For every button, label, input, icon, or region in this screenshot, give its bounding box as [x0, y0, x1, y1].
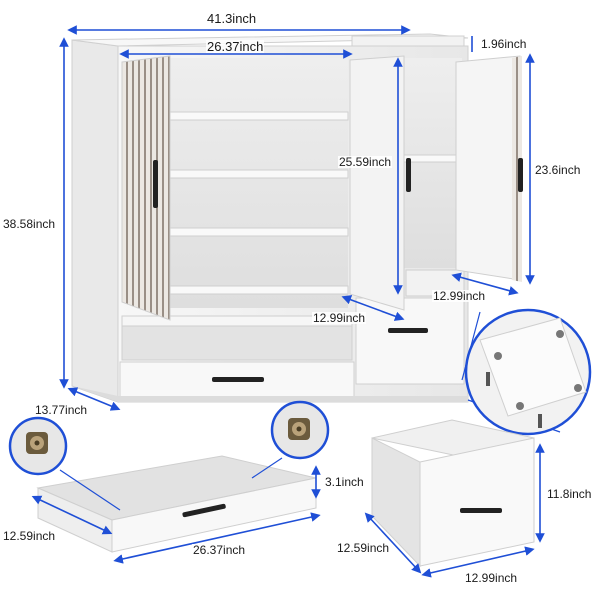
right-drawer-front — [355, 297, 465, 385]
base-detail-callout — [461, 308, 592, 436]
cabinet-left-side — [71, 39, 119, 403]
dim-box-width: 12.99inch — [464, 571, 519, 585]
dim-box-depth: 12.59inch — [336, 541, 391, 555]
dim-cabinet-width: 41.3inch — [206, 11, 258, 26]
dim-top-height: 1.96inch — [480, 37, 528, 51]
left-wheel-callout — [8, 416, 121, 511]
dim-right-door-height: 23.6inch — [534, 163, 582, 177]
dim-drawer-depth: 12.59inch — [2, 529, 57, 543]
middle-door — [349, 55, 411, 311]
dim-drawer-height: 3.1inch — [324, 475, 365, 489]
main-cabinet — [71, 33, 523, 403]
right-wheel-callout — [251, 400, 330, 479]
leveling-foot-detail-icon — [486, 372, 490, 386]
right-drawer-handle — [388, 328, 428, 333]
dim-cabinet-height: 38.58inch — [2, 217, 57, 231]
dim-box-height: 11.8inch — [546, 487, 593, 501]
dim-cabinet-depth: 13.77inch — [34, 403, 89, 417]
dim-shelf-height: 25.59inch — [338, 155, 393, 169]
dim-right-depth: 12.99inch — [432, 289, 487, 303]
drawer-tray — [36, 455, 317, 553]
dim-middle-depth: 12.99inch — [312, 311, 367, 325]
bottom-drawer-handle — [212, 377, 264, 382]
caster-wheel-icon — [26, 432, 48, 454]
right-door — [455, 55, 523, 282]
drawer-box — [371, 419, 535, 568]
dimension-lines — [31, 25, 545, 578]
dim-inner-width: 26.37inch — [206, 39, 265, 54]
left-slatted-door — [121, 55, 171, 321]
caster-wheel-icon — [288, 418, 310, 440]
dim-drawer-width: 26.37inch — [192, 543, 247, 557]
